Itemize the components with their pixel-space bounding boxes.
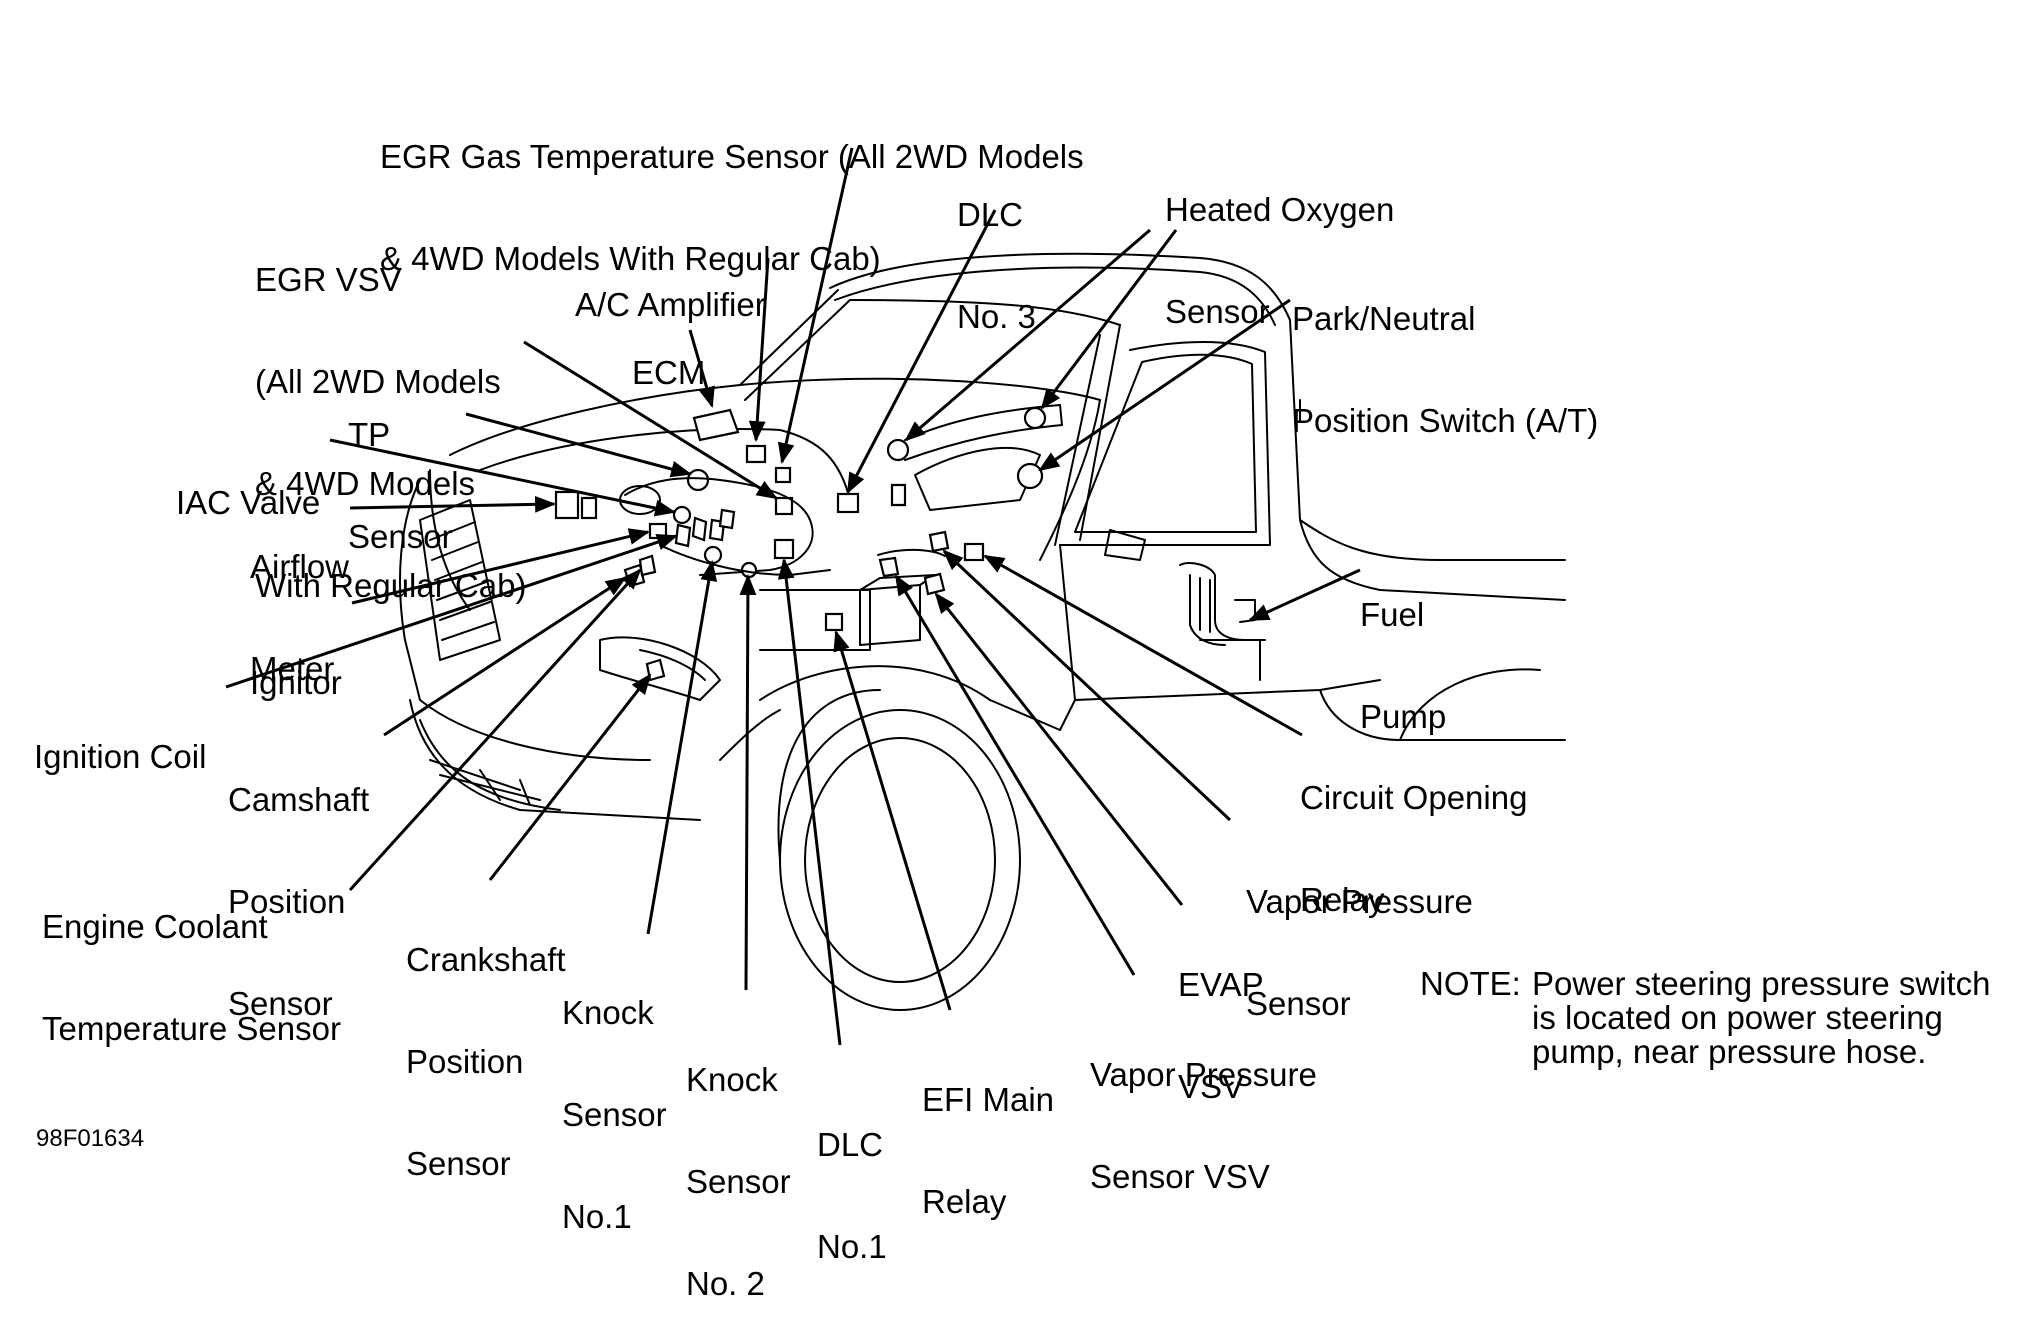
label-fuel-pump: Fuel Pump <box>1360 596 1447 735</box>
knock-sensor-1-part <box>703 545 723 565</box>
dlc1-part <box>773 538 795 560</box>
label-dlc-no3: DLC No. 3 <box>957 196 1036 335</box>
leader-lines <box>225 147 1361 1046</box>
leader-camshaft <box>383 576 627 737</box>
leader-vp-sensor <box>942 549 1232 822</box>
label-egr-gas-temperature-sensor: EGR Gas Temperature Sensor (All 2WD Mode… <box>380 138 1084 277</box>
leader-egr-temp <box>777 147 854 465</box>
ignitor-part <box>648 522 668 540</box>
leader-fuel-pump <box>1248 568 1361 622</box>
label-knock-sensor-no2: Knock Sensor No. 2 <box>686 1061 791 1302</box>
leader-crankshaft <box>488 673 652 881</box>
label-crankshaft-position-sensor: Crankshaft Position Sensor <box>406 941 566 1182</box>
leader-ect <box>348 568 642 892</box>
leader-iac <box>329 438 677 517</box>
ecm-part <box>692 408 740 442</box>
efi-relay-part <box>824 612 844 632</box>
iac-valve-part <box>672 505 692 525</box>
note-prefix: NOTE: <box>1420 965 1521 1002</box>
leader-pn <box>1038 298 1291 472</box>
leader-circuit-opening <box>983 554 1303 737</box>
leader-ignition-coil <box>225 534 678 689</box>
label-evap-vsv: EVAP VSV <box>1178 966 1264 1105</box>
evap-vsv-part <box>923 572 946 596</box>
egr-temp-part <box>774 466 792 484</box>
knock-sensor-2-part <box>740 561 758 579</box>
egr-vsv-part <box>774 496 794 516</box>
label-vapor-pressure-sensor: Vapor Pressure Sensor <box>1246 883 1473 1022</box>
leader-dlc1 <box>777 557 842 1046</box>
note-line-1: Power steering pressure switch <box>1532 965 1991 1002</box>
tp-sensor-part <box>686 468 710 492</box>
leader-knock1 <box>646 559 718 935</box>
leader-evap <box>934 592 1184 906</box>
leader-tp <box>465 412 693 478</box>
label-iac-valve: IAC Valve <box>176 484 321 521</box>
leader-knock2 <box>739 573 757 991</box>
o2-sensor-part-2 <box>1023 406 1047 430</box>
engine-component-locator-diagram: EGR Gas Temperature Sensor (All 2WD Mode… <box>34 138 1991 1301</box>
label-vapor-pressure-sensor-vsv: Vapor Pressure Sensor VSV <box>1090 1056 1317 1195</box>
figure-code: 98F01634 <box>36 1125 145 1152</box>
label-dlc-no1: DLC No.1 <box>817 1126 887 1265</box>
leader-efi <box>833 629 952 1011</box>
o2-sensor-part-1 <box>886 438 910 462</box>
ac-amplifier-part <box>745 444 767 464</box>
note-line-2: is located on power steering <box>1532 999 1943 1036</box>
ignition-coil-part <box>674 523 692 548</box>
fuel-pump-part <box>1179 562 1266 641</box>
label-ecm: ECM <box>632 354 706 391</box>
leader-egr-vsv <box>523 340 778 500</box>
label-egr-vsv: EGR VSV (All 2WD Models & 4WD Models Wit… <box>255 261 527 604</box>
leader-vp-vsv <box>894 574 1136 976</box>
circuit-opening-relay-part <box>963 542 985 562</box>
leader-dlc3 <box>846 209 997 494</box>
leader-o2-1 <box>904 228 1151 442</box>
leader-ignitor <box>351 528 651 605</box>
label-ignitor: Ignitor <box>250 664 342 701</box>
airflow-meter-part <box>554 490 580 520</box>
vp-sensor-part <box>928 530 950 553</box>
label-airflow-meter: Airflow Meter <box>250 548 350 687</box>
label-camshaft-position-sensor: Camshaft Position Sensor <box>228 781 370 1022</box>
label-circuit-opening-relay: Circuit Opening Relay <box>1300 779 1528 918</box>
label-tp-sensor: TP Sensor <box>348 416 453 555</box>
label-ac-amplifier: A/C Amplifier <box>575 286 766 323</box>
leader-airflow <box>349 495 557 513</box>
label-knock-sensor-no1: Knock Sensor No.1 <box>562 994 667 1235</box>
vehicle-illustration <box>225 147 1566 1046</box>
label-ignition-coil: Ignition Coil <box>34 738 207 775</box>
label-park-neutral-position-switch: Park/Neutral Position Switch (A/T) <box>1292 300 1599 439</box>
dlc3-part <box>836 492 860 514</box>
note-line-3: pump, near pressure hose. <box>1532 1033 1927 1070</box>
vp-vsv-part <box>878 556 900 578</box>
leader-ac-amp <box>748 257 770 443</box>
pn-switch-part <box>1016 462 1044 490</box>
ect-sensor-part <box>638 554 657 577</box>
leader-o2-2 <box>1040 229 1178 410</box>
engine-components <box>554 404 1266 682</box>
leader-ecm <box>688 329 715 409</box>
label-engine-coolant-temperature-sensor: Engine Coolant Temperature Sensor <box>42 908 341 1047</box>
label-efi-main-relay: EFI Main Relay <box>922 1081 1055 1220</box>
truck-outline <box>399 252 1566 1011</box>
label-heated-oxygen-sensor: Heated Oxygen Sensor <box>1165 191 1395 330</box>
